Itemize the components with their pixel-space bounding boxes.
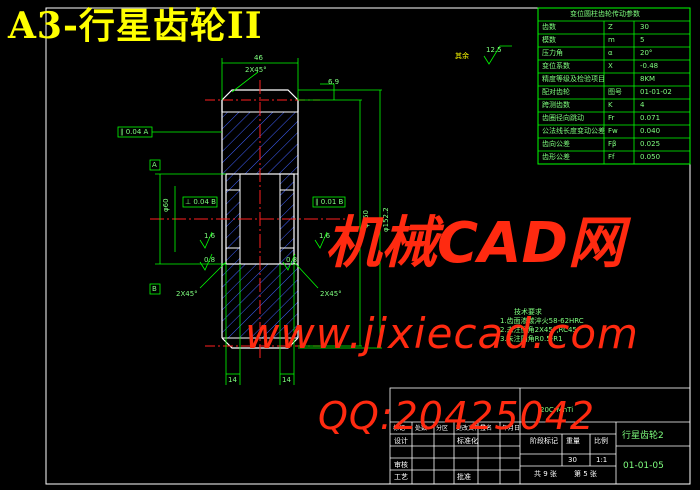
param-name-7: 齿圈径向跳动 xyxy=(542,114,584,122)
drawing-number: 01-01-05 xyxy=(623,461,664,471)
tech-note-3: 3.未注圆角R0.5-R1 xyxy=(500,335,563,343)
roughness-remaining-label: 其余 xyxy=(455,52,469,60)
datum-a: A xyxy=(152,161,157,169)
tol-left-mid: ⊥ 0.04 B xyxy=(185,198,216,206)
scale-value: 1:1 xyxy=(596,456,608,464)
param-val-8: 0.040 xyxy=(640,127,661,135)
tb-row-label-1: 处数 xyxy=(415,425,428,432)
param-val-3: -0.48 xyxy=(640,62,659,70)
param-val-9: 0.025 xyxy=(640,140,661,148)
param-sym-5: 图号 xyxy=(608,88,622,96)
roughness-bore-right: 1.6 xyxy=(319,232,331,240)
tb-row-label-5: 年月日 xyxy=(502,425,521,432)
param-sym-0: Z xyxy=(608,23,613,31)
param-name-6: 跨测齿数 xyxy=(542,101,570,109)
watermark-qq: QQ:20425042 xyxy=(318,394,596,438)
stage-label: 阶段标记 xyxy=(530,437,558,445)
param-sym-9: Fβ xyxy=(608,140,617,148)
roughness-bore-left: 1.6 xyxy=(204,232,216,240)
tol-right-mid: ∥ 0.01 B xyxy=(315,198,344,206)
tolerance-frames xyxy=(117,126,346,295)
param-val-1: 5 xyxy=(640,36,645,44)
tb-row-label-3: 更改文件号 xyxy=(456,425,487,432)
tech-notes-title: 技术要求 xyxy=(514,308,542,316)
param-sym-6: K xyxy=(608,101,613,109)
dim-width-top: 46 xyxy=(254,54,263,62)
param-table-header: 变位圆柱齿轮传动参数 xyxy=(570,10,640,18)
tol-left-top: ∥ 0.04 A xyxy=(120,128,149,136)
sheet-title: A3-行星齿轮II xyxy=(8,5,263,47)
roughness-small-right: 0.8 xyxy=(286,256,298,264)
roughness-symbols xyxy=(199,45,512,271)
tb-row-label-0: 标记 xyxy=(393,425,406,432)
dimension-lines xyxy=(155,58,382,385)
param-name-1: 模数 xyxy=(542,36,556,44)
param-name-2: 压力角 xyxy=(542,49,563,57)
param-name-8: 公法线长度变动公差 xyxy=(542,127,605,135)
weight-label: 重量 xyxy=(566,437,580,445)
dim-right-offset: 6.9 xyxy=(328,78,340,86)
sheet-border xyxy=(45,7,691,485)
sheet-total: 共 9 张 xyxy=(534,470,557,478)
param-val-6: 4 xyxy=(640,101,645,109)
param-name-5: 配对齿轮 xyxy=(542,88,570,96)
param-val-2: 20° xyxy=(640,49,653,57)
param-name-9: 齿向公差 xyxy=(542,140,570,148)
watermark-url: www.jixiecad.com xyxy=(245,309,639,358)
datum-b: B xyxy=(152,285,157,293)
title-block[interactable] xyxy=(389,387,691,485)
scale-label: 比例 xyxy=(594,437,608,445)
gear-section-view[interactable] xyxy=(150,80,350,360)
tb-process: 工艺 xyxy=(394,473,408,481)
param-sym-7: Fr xyxy=(608,114,615,122)
param-sym-1: m xyxy=(608,36,615,44)
param-sym-2: α xyxy=(608,49,613,57)
part-name: 行星齿轮2 xyxy=(622,431,664,441)
param-val-7: 0.071 xyxy=(640,114,661,122)
param-name-4: 精度等级及检验项目 xyxy=(542,75,605,83)
tech-note-2: 2.未注倒角2X45°,RC45 xyxy=(500,326,577,334)
param-name-10: 齿形公差 xyxy=(542,153,570,161)
tb-approve: 批准 xyxy=(457,473,471,481)
qty-value: 30 xyxy=(568,456,577,464)
tb-row-label-4: 签名 xyxy=(480,425,493,432)
param-sym-8: Fw xyxy=(608,127,618,135)
param-val-5: 01-01-02 xyxy=(640,88,672,96)
param-table[interactable] xyxy=(537,7,691,165)
dim-chamfer-br: 2X45° xyxy=(320,290,342,298)
param-name-0: 齿数 xyxy=(542,23,556,31)
param-name-3: 变位系数 xyxy=(542,62,570,70)
param-sym-3: X xyxy=(608,62,613,70)
param-val-10: 0.050 xyxy=(640,153,661,161)
tb-design: 设计 xyxy=(394,437,408,445)
param-val-0: 30 xyxy=(640,23,649,31)
material: 20CrMnTi xyxy=(540,406,574,414)
dim-bore-dia: φ60 xyxy=(162,198,170,212)
sheet-number: 第 5 张 xyxy=(574,470,597,478)
dim-hub-right: 14 xyxy=(282,376,291,384)
dim-hub-left: 14 xyxy=(228,376,237,384)
tech-note-1: 1.齿面渗碳淬火58-62HRC xyxy=(500,317,584,325)
tech-notes: 技术要求 1.齿面渗碳淬火58-62HRC 2.未注倒角2X45°,RC45 3… xyxy=(500,308,584,344)
param-val-4: 8KM xyxy=(640,75,656,83)
watermark-site-name: 机械CAD网 xyxy=(325,211,624,276)
param-sym-10: Ff xyxy=(608,153,615,161)
tb-row-label-2: 分区 xyxy=(436,425,449,432)
roughness-general: 12.5 xyxy=(486,46,502,54)
dim-chamfer-top: 2X45° xyxy=(245,66,267,74)
tb-standard: 标准化 xyxy=(457,437,478,445)
tb-review: 审核 xyxy=(394,461,408,469)
roughness-small-left: 0.8 xyxy=(204,256,216,264)
dim-chamfer-bl: 2X45° xyxy=(176,290,198,298)
